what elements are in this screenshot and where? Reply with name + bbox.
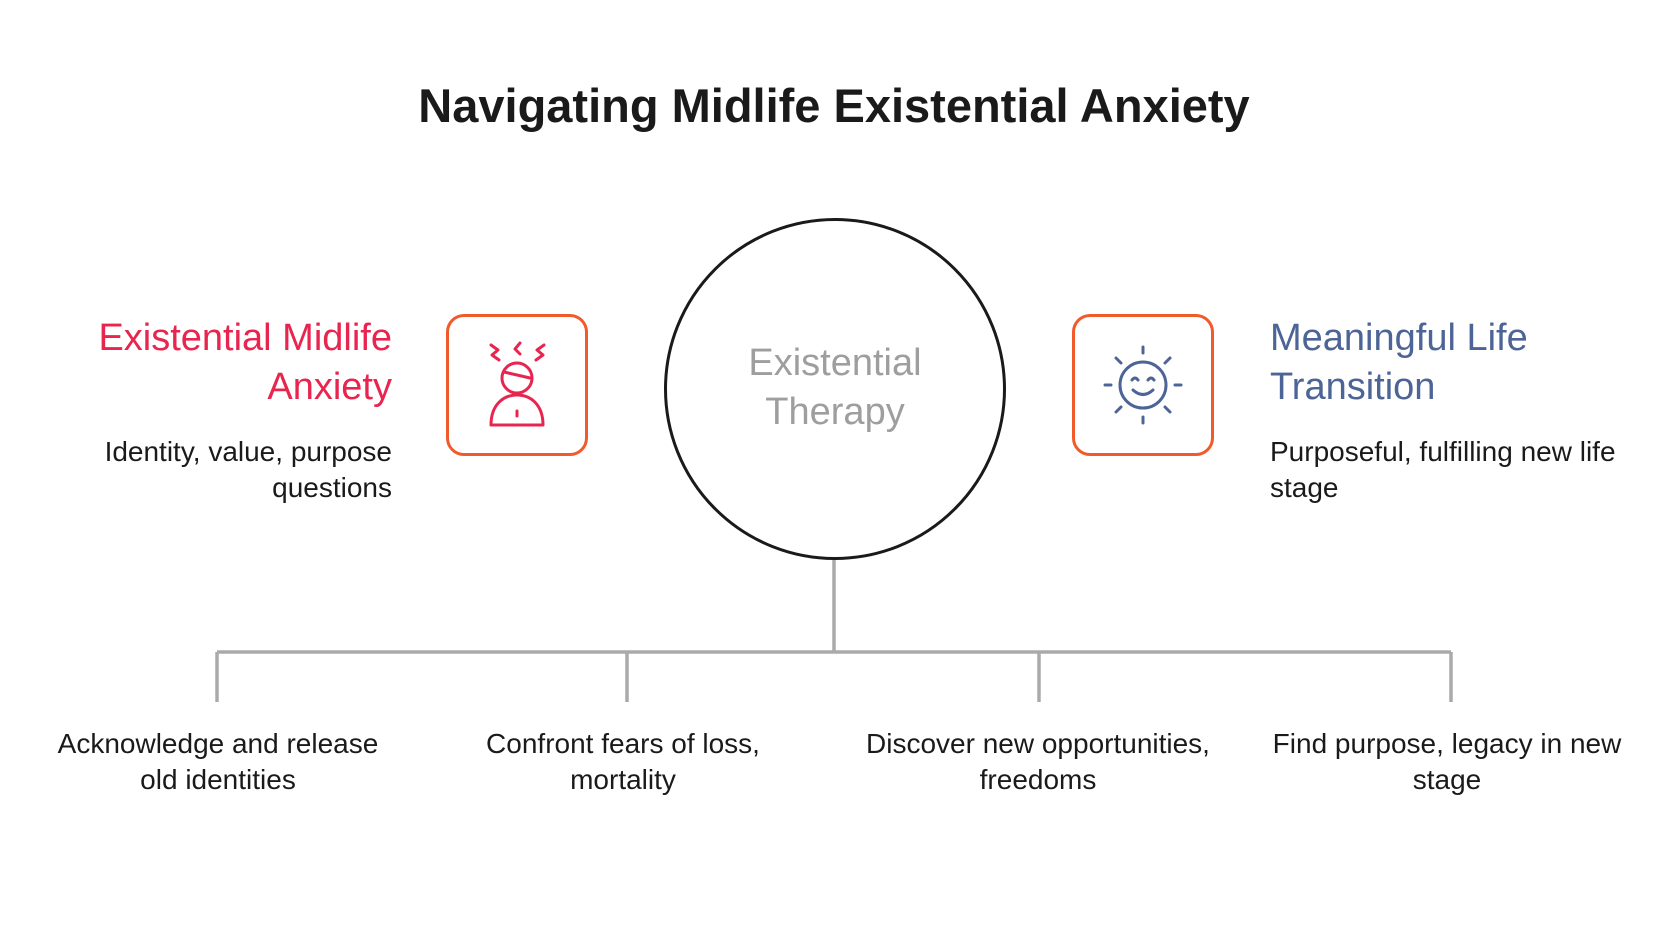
page-title: Navigating Midlife Existential Anxiety [418, 79, 1250, 132]
step-2: Confront fears of loss, mortality [486, 728, 760, 795]
smiling-sun-icon [1103, 345, 1183, 425]
right-description: Purposeful, fulfilling new life stage [1270, 436, 1616, 503]
left-heading: Existential Midlife Anxiety [98, 317, 392, 408]
anxious-person-icon [489, 341, 546, 427]
left-icon-box [446, 314, 588, 456]
center-label: Existential Therapy [748, 342, 922, 433]
left-description: Identity, value, purpose questions [104, 436, 392, 503]
step-4: Find purpose, legacy in new stage [1272, 728, 1622, 795]
right-icon-box [1072, 314, 1214, 456]
step-3: Discover new opportunities, freedoms [866, 728, 1210, 795]
right-heading: Meaningful Life Transition [1270, 317, 1528, 408]
step-1: Acknowledge and release old identities [57, 728, 379, 795]
center-circle [664, 218, 1006, 560]
